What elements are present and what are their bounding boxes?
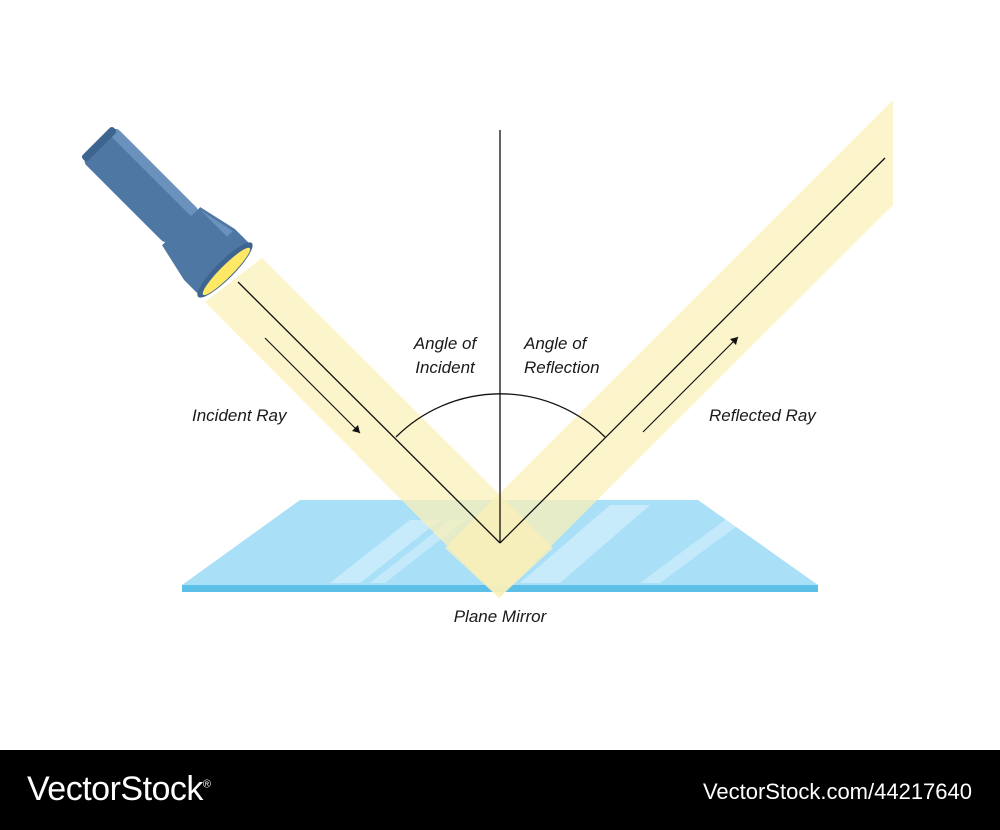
diagram-canvas [81,100,893,598]
flashlight-icon [81,126,253,298]
plane-mirror-label: Plane Mirror [453,607,547,626]
incident-ray-line [237,281,501,544]
incident-direction-arrow [264,337,361,434]
image-id: VectorStock.com/44217640 [702,779,972,804]
angle-of-reflection-label: Angle of Reflection [524,332,600,380]
reflected-direction-arrow [642,336,739,433]
vectorstock-logo: VectorStock® [27,770,211,809]
angle-of-incident-label: Angle of Incident [395,332,495,380]
angle-of-incident-line1: Angle of [413,334,477,353]
angle-of-incident-line2: Incident [415,358,475,377]
reflected-ray-label: Reflected Ray [709,406,816,425]
registered-mark: ® [202,778,211,791]
angle-arc [395,393,606,438]
incident-ray-label: Incident Ray [192,406,287,425]
angle-of-reflection-line1: Angle of [524,334,587,353]
brand-name: VectorStock [27,770,203,808]
watermark-footer: VectorStock® VectorStock.com/44217640 [0,750,1000,830]
reflection-diagram: Incident Ray Reflected Ray Angle of Inci… [81,100,893,626]
light-beam [205,100,893,598]
angle-of-reflection-line2: Reflection [524,358,600,377]
reflected-ray-line [499,157,886,544]
